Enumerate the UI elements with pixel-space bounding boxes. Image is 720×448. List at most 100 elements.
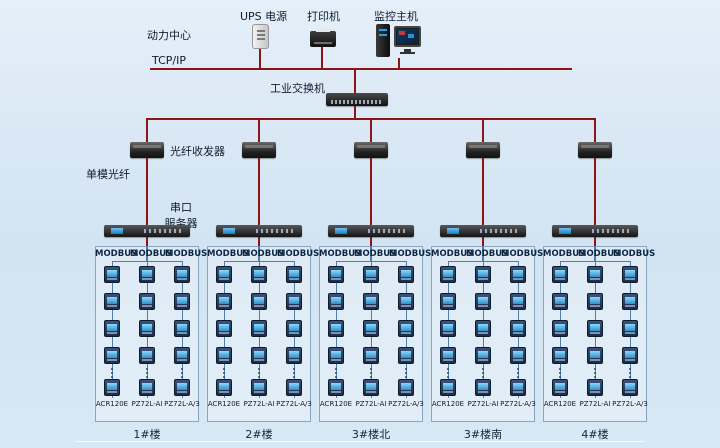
meter-icon bbox=[510, 266, 526, 283]
meter-buttons bbox=[289, 391, 299, 393]
ellipsis-dots bbox=[328, 366, 344, 380]
meter-buttons bbox=[443, 305, 453, 307]
meter-buttons bbox=[219, 278, 229, 280]
ellipsis-dot bbox=[629, 368, 631, 370]
meter-buttons bbox=[443, 359, 453, 361]
meter-buttons bbox=[331, 278, 341, 280]
ellipsis-dot bbox=[517, 368, 519, 370]
meter-screen bbox=[443, 351, 453, 358]
meter-icon bbox=[510, 347, 526, 364]
ellipsis-dot bbox=[146, 368, 148, 370]
meter-screen bbox=[625, 383, 635, 390]
meter-icon bbox=[251, 320, 267, 337]
meter-icon bbox=[174, 379, 190, 396]
meter-buttons bbox=[254, 391, 264, 393]
ellipsis-dot bbox=[559, 376, 561, 378]
meter-icon bbox=[139, 320, 155, 337]
meter-screen bbox=[590, 324, 600, 331]
switch-uplink-line bbox=[354, 70, 356, 93]
meter-model-label: PZ72L-A/3 bbox=[276, 400, 312, 408]
meter-buttons bbox=[366, 359, 376, 361]
meter-buttons bbox=[555, 359, 565, 361]
meter-icon bbox=[475, 320, 491, 337]
ellipsis-dot bbox=[223, 376, 225, 378]
meter-buttons bbox=[219, 305, 229, 307]
ellipsis-dot bbox=[559, 372, 561, 374]
meter-screen bbox=[590, 297, 600, 304]
printer-label: 打印机 bbox=[307, 10, 340, 23]
printer-link-line bbox=[321, 47, 323, 68]
meter-screen bbox=[142, 324, 152, 331]
ellipsis-dots bbox=[622, 366, 638, 380]
meter-screen bbox=[478, 270, 488, 277]
single-mode-fiber-line bbox=[594, 158, 596, 225]
ellipsis-dot bbox=[293, 368, 295, 370]
meter-icon bbox=[104, 266, 120, 283]
panel-feed-line bbox=[258, 246, 260, 262]
meter-icon bbox=[363, 266, 379, 283]
ellipsis-dot bbox=[517, 376, 519, 378]
ellipsis-dot bbox=[594, 376, 596, 378]
meter-screen bbox=[289, 383, 299, 390]
single-mode-fiber-line bbox=[370, 158, 372, 225]
meter-icon bbox=[216, 320, 232, 337]
meter-screen bbox=[177, 297, 187, 304]
modbus-bus-label: MODBUS bbox=[501, 249, 544, 259]
meter-buttons bbox=[513, 305, 523, 307]
meter-buttons bbox=[590, 278, 600, 280]
meter-icon bbox=[398, 266, 414, 283]
ellipsis-dot bbox=[335, 376, 337, 378]
meter-buttons bbox=[331, 391, 341, 393]
server-display bbox=[559, 228, 571, 234]
meter-screen bbox=[590, 383, 600, 390]
meter-icon bbox=[328, 266, 344, 283]
meter-screen bbox=[142, 383, 152, 390]
ellipsis-dot bbox=[181, 368, 183, 370]
serial-server-icon bbox=[328, 225, 414, 237]
meter-buttons bbox=[401, 359, 411, 361]
meter-buttons bbox=[142, 391, 152, 393]
server-link-line bbox=[594, 237, 596, 246]
ups-icon bbox=[252, 24, 269, 49]
meter-buttons bbox=[331, 359, 341, 361]
meter-buttons bbox=[254, 278, 264, 280]
meter-icon bbox=[216, 293, 232, 310]
server-ports bbox=[480, 229, 520, 233]
meter-icon bbox=[216, 266, 232, 283]
group-name: 4#楼 bbox=[581, 428, 609, 441]
meter-icon bbox=[174, 347, 190, 364]
modbus-bus-label: MODBUS bbox=[207, 249, 250, 259]
ellipsis-dot bbox=[447, 372, 449, 374]
meter-icon bbox=[328, 293, 344, 310]
meter-icon bbox=[622, 293, 638, 310]
meter-screen bbox=[289, 351, 299, 358]
meter-buttons bbox=[366, 391, 376, 393]
meter-buttons bbox=[289, 278, 299, 280]
meter-model-label: ACR120E bbox=[543, 400, 577, 408]
meter-buttons bbox=[590, 305, 600, 307]
meter-screen bbox=[177, 270, 187, 277]
meter-buttons bbox=[625, 305, 635, 307]
serial-server-icon bbox=[104, 225, 190, 237]
fiber-transceiver-icon bbox=[130, 142, 164, 158]
meter-screen bbox=[331, 324, 341, 331]
meter-screen bbox=[625, 324, 635, 331]
modbus-bus-label: MODBUS bbox=[319, 249, 362, 259]
meter-buttons bbox=[401, 305, 411, 307]
monitor-host-label: 监控主机 bbox=[374, 10, 418, 23]
ellipsis-dot bbox=[293, 376, 295, 378]
server-ports bbox=[256, 229, 296, 233]
ellipsis-dot bbox=[111, 368, 113, 370]
meter-screen bbox=[331, 297, 341, 304]
server-link-line bbox=[258, 237, 260, 246]
meter-icon bbox=[552, 320, 568, 337]
meter-icon bbox=[251, 293, 267, 310]
ellipsis-dots bbox=[398, 366, 414, 380]
ellipsis-dot bbox=[482, 376, 484, 378]
meter-buttons bbox=[401, 278, 411, 280]
panel-feed-line bbox=[370, 246, 372, 262]
fiber-transceiver-label: 光纤收发器 bbox=[170, 145, 225, 158]
meter-icon bbox=[174, 320, 190, 337]
meter-icon bbox=[328, 379, 344, 396]
